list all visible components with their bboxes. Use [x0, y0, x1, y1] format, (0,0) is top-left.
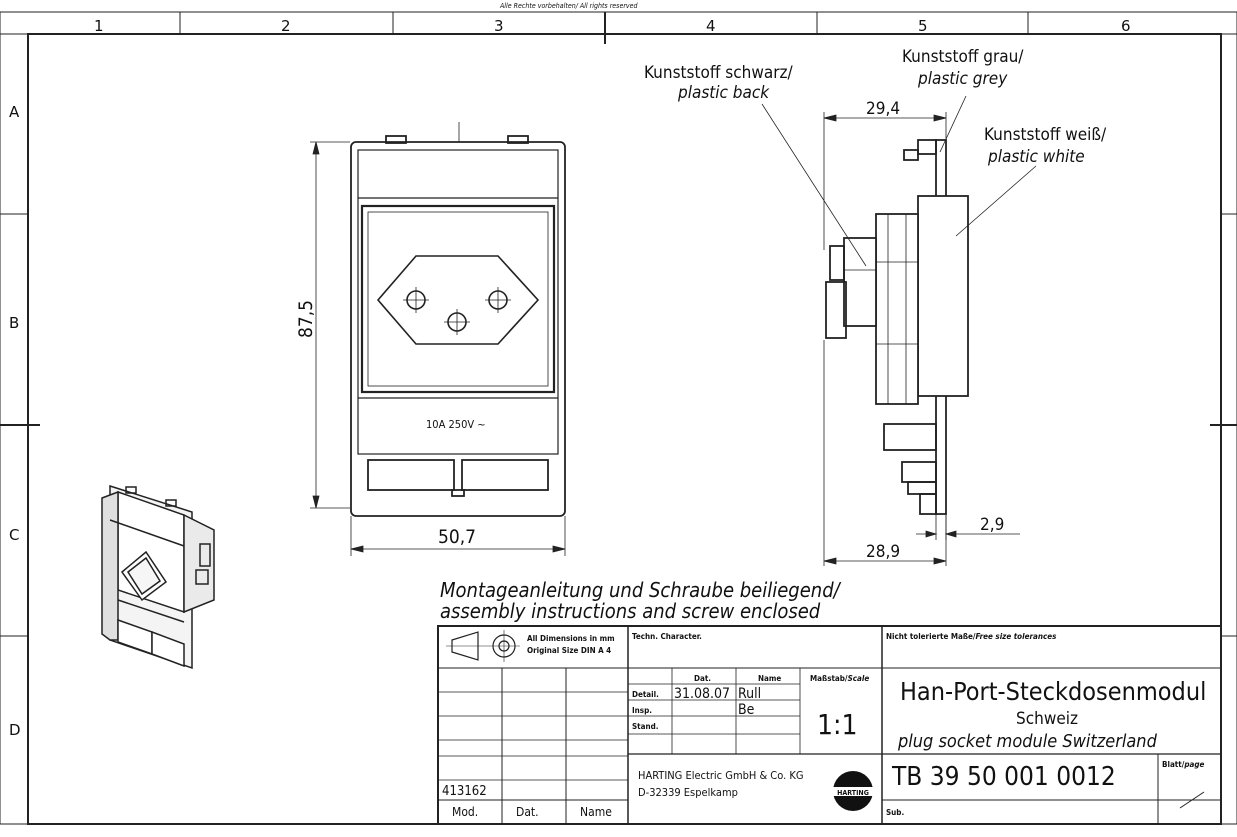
techn-character: Techn. Character. [632, 632, 702, 641]
white-insert [917, 195, 969, 397]
swiss-socket [376, 255, 540, 345]
dim-29-4-label: 29,4 [866, 99, 900, 119]
rating-label: 10A 250V ~ [426, 418, 486, 431]
dim-height-label: 87,5 [295, 300, 317, 338]
detail-date: 31.08.07 [674, 686, 730, 702]
socket-window [360, 204, 556, 394]
callout-grey-de: Kunststoff grau/ [902, 47, 1024, 67]
column-label: 5 [918, 17, 928, 35]
row-insp: Insp. [632, 706, 652, 715]
column-label: 3 [494, 17, 504, 35]
clip [917, 139, 937, 155]
socket-window-inner [367, 211, 549, 387]
drawing-title-en: plug socket module Switzerland [897, 731, 1158, 752]
callout-white-de: Kunststoff weiß/ [984, 125, 1107, 145]
row-label: D [9, 721, 21, 739]
dims-text-1: All Dimensions in mm [527, 634, 615, 643]
logo-text: HARTING [837, 789, 869, 797]
scale-label: Maßstab/Scale [810, 674, 869, 683]
row-stand: Stand. [632, 722, 659, 731]
clip [385, 135, 407, 144]
isometric-view [101, 484, 215, 670]
projection-symbol [446, 630, 520, 662]
callout-black-en: plastic back [677, 83, 770, 103]
mod-label: Mod. [452, 805, 478, 819]
company-name: HARTING Electric GmbH & Co. KG [638, 769, 804, 782]
row-label: C [9, 526, 19, 544]
row-label: A [9, 103, 20, 121]
column-label: 1 [94, 17, 104, 35]
module-outline [350, 141, 566, 517]
sub-label: Sub. [886, 808, 904, 817]
dat-label: Dat. [516, 805, 539, 819]
column-label: 6 [1121, 17, 1131, 35]
drawing-subtitle: Schweiz [1016, 709, 1078, 729]
dim-2-9 [916, 514, 1020, 540]
drawing-number: TB 39 50 001 0012 [891, 762, 1116, 792]
module-frame [357, 149, 559, 455]
col-dat: Dat. [694, 674, 711, 683]
rear-stub [829, 245, 845, 281]
callout-grey-en: plastic grey [917, 69, 1008, 89]
callout-black-de: Kunststoff schwarz/ [644, 63, 794, 83]
assembly-note-en: assembly instructions and screw enclosed [440, 599, 821, 623]
row-label: B [9, 314, 19, 332]
back-connector [843, 237, 877, 327]
clip [507, 135, 529, 144]
row-detail: Detail. [632, 690, 659, 699]
drawing-title: Han-Port-Steckdosenmodul [900, 677, 1206, 706]
tolerance-de: Nicht tolerierte Maße/Free size toleranc… [886, 632, 1057, 641]
dim-height [310, 141, 350, 509]
company-address: D-32339 Espelkamp [638, 786, 738, 799]
dims-text-2: Original Size DIN A 4 [527, 646, 611, 655]
scale-value: 1:1 [817, 708, 858, 741]
front-view: 10A 250V ~ 87,5 50,7 [295, 122, 566, 556]
col-name: Name [758, 674, 781, 683]
dim-2-9-label: 2,9 [980, 515, 1004, 535]
assembly-note-de: Montageanleitung und Schraube beiliegend… [440, 578, 842, 602]
insp-name: Be [738, 702, 755, 718]
dim-29-4 [823, 112, 947, 250]
label-slot [461, 459, 549, 491]
side-view: 29,4 28,9 2,9 [761, 95, 1037, 566]
title-block [437, 625, 1222, 825]
dim-28-9-label: 28,9 [866, 542, 900, 562]
callout-white-en: plastic white [987, 147, 1085, 167]
rights-text: Alle Rechte vorbehalten/ All rights rese… [499, 2, 639, 10]
name-label: Name [580, 805, 612, 819]
detail-name: Rull [738, 686, 761, 702]
label-slot [367, 459, 455, 491]
back-body [875, 213, 919, 405]
callouts: Kunststoff schwarz/ plastic back Kunstst… [644, 47, 1107, 167]
dim-width-label: 50,7 [438, 526, 476, 548]
column-label: 4 [706, 17, 716, 35]
title-block-text: All Dimensions in mm Original Size DIN A… [442, 632, 1206, 819]
page-label: Blatt/page [1162, 760, 1204, 769]
harting-logo: HARTING [830, 771, 876, 811]
column-label: 2 [281, 17, 291, 35]
clip [903, 149, 919, 161]
revision-number: 413162 [442, 784, 487, 799]
dim-width [350, 516, 566, 556]
